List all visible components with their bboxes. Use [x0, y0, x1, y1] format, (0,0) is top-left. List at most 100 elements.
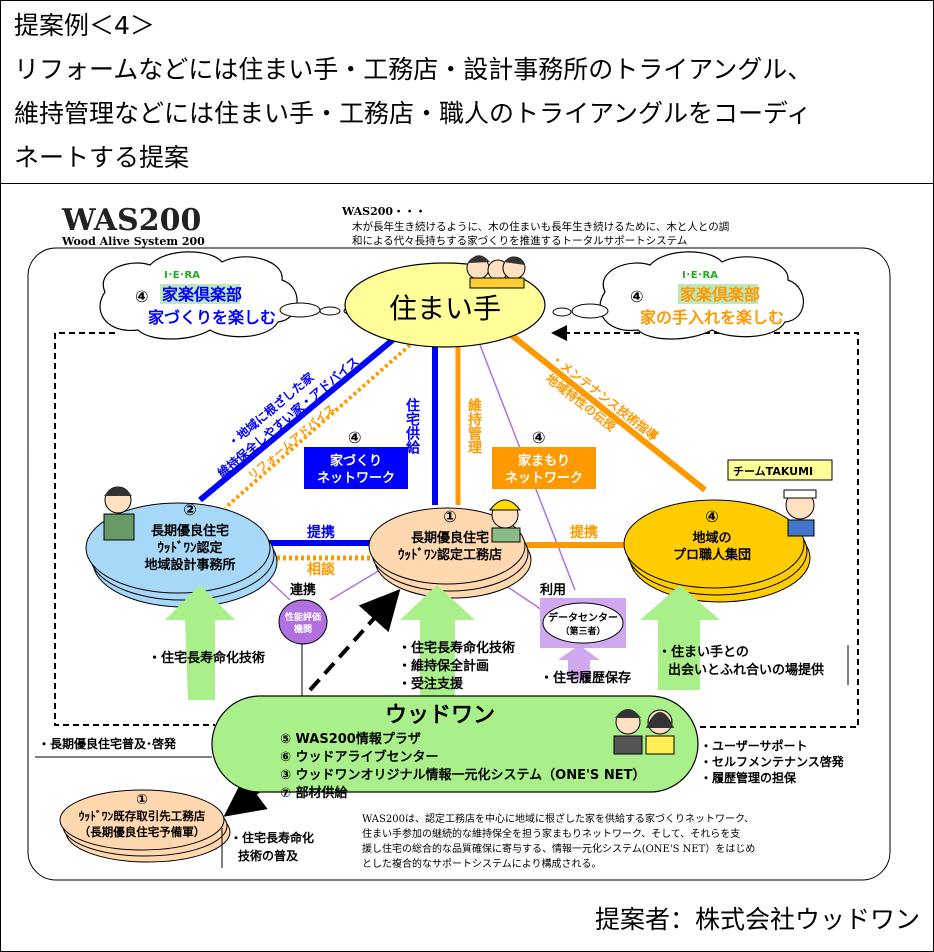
bullet-mid-2: ・維持保全計画 — [398, 658, 489, 674]
bullet-support-1: ・ユーザーサポート — [700, 738, 808, 753]
label-riyou: 利用 — [540, 582, 566, 598]
svg-text:ネットワーク: ネットワーク — [505, 471, 583, 486]
network-build: ④ 家づくり ネットワーク — [304, 428, 408, 489]
label-soudan: 相談 — [307, 561, 336, 578]
svg-text:家楽倶楽部: 家楽倶楽部 — [680, 285, 760, 304]
heading-line-2: リフォームなどには住まい手・工務店・設計事務所のトライアングル、 — [14, 55, 813, 84]
svg-text:家づくり: 家づくり — [330, 453, 382, 469]
builder-worker-icon — [488, 499, 522, 543]
svg-text:機関: 機関 — [294, 623, 312, 635]
svg-text:データセンター: データセンター — [548, 611, 618, 624]
cloud-left: ④ I･E･RA 家楽倶楽部 家づくりを楽しむ — [99, 251, 298, 340]
logo-text: WAS200 — [61, 203, 201, 238]
summary-line-2: 住まい手参加の継続的な維持保全を担う家まもりネットワーク、そして、それらを支 — [362, 827, 740, 840]
bullet-right-1: ・住まい手との — [658, 644, 749, 660]
system-boundary — [27, 247, 891, 881]
bullet-support-3: ・履歴管理の担保 — [700, 770, 797, 785]
bullet-history: ・住宅履歴保存 — [540, 670, 631, 686]
svg-text:⑤ WAS200情報プラザ: ⑤ WAS200情報プラザ — [280, 731, 421, 747]
svg-text:③ ウッドワンオリジナル情報一元化システム（ONE'S NE: ③ ウッドワンオリジナル情報一元化システム（ONE'S NET） — [280, 767, 645, 783]
svg-text:地域設計事務所: 地域設計事務所 — [144, 557, 235, 573]
summary-line-1: WAS200は、認定工務店を中心に地域に根ざした家を供給する家づくりネットワーク… — [362, 812, 754, 825]
svg-text:④: ④ — [348, 428, 362, 447]
cloud-left-bubble-1 — [279, 302, 321, 318]
bullet-spread-1: ・住宅長寿命化 — [230, 830, 314, 845]
svg-text:④: ④ — [532, 428, 546, 447]
svg-text:性能評価: 性能評価 — [285, 611, 321, 623]
label-maintenance: 維持管理 — [466, 397, 482, 454]
resident-label: 住まい手 — [389, 292, 501, 325]
svg-text:長期優良住宅: 長期優良住宅 — [411, 530, 489, 546]
link-resident-designer — [198, 335, 397, 503]
team-takumi-label: チームTAKUMI — [733, 465, 813, 478]
svg-text:家まもり: 家まもり — [518, 453, 570, 469]
svg-text:I･E･RA: I･E･RA — [682, 270, 718, 281]
bullet-support-2: ・セルフメンテナンス啓発 — [700, 754, 845, 769]
eval-agency-node: 性能評価 機関 — [278, 599, 328, 645]
craftsman-icon — [783, 489, 817, 537]
team-takumi-badge — [727, 459, 833, 481]
summary-line-4: とした複合的なサポートシステムにより構成される。 — [362, 857, 602, 870]
bullet-right-2: 出会いとふれ合いの場提供 — [668, 662, 824, 678]
svg-text:①: ① — [443, 507, 457, 526]
link-reform-advice — [223, 343, 412, 510]
woodone-node: ウッドワン ⑤ WAS200情報プラザ ⑥ ウッドアライブセンター ③ ウッドワ… — [211, 695, 699, 801]
bullet-promotion: ・長期優良住宅普及･啓発 — [38, 736, 177, 751]
svg-text:⑦ 部材供給: ⑦ 部材供給 — [280, 785, 349, 801]
woodone-staff-icon — [613, 709, 675, 755]
bullet-spread-2: 技術の普及 — [238, 848, 299, 863]
heading: 提案例＜4＞ リフォームなどには住まい手・工務店・設計事務所のトライアングル、 … — [14, 4, 924, 180]
link-eval-builder — [329, 569, 381, 601]
svg-text:②: ② — [183, 500, 197, 519]
proposer: 提案者：株式会社ウッドワン — [594, 905, 920, 934]
svg-text:（第三者）: （第三者） — [560, 625, 605, 637]
svg-text:④: ④ — [705, 507, 719, 526]
cloud-right: ④ I･E･RA 家楽倶楽部 家の手入れを楽しむ — [599, 251, 804, 340]
label-teikei-left: 提携 — [307, 524, 335, 541]
svg-text:⑥ ウッドアライブセンター: ⑥ ウッドアライブセンター — [280, 749, 439, 765]
heading-divider — [0, 183, 934, 184]
link-resident-craftsmen — [503, 327, 707, 493]
svg-text:長期優良住宅: 長期優良住宅 — [151, 523, 229, 539]
green-arrow-designer — [165, 585, 235, 700]
svg-text:④: ④ — [630, 287, 644, 306]
heading-line-3: 維持管理などには住まい手・工務店・職人のトライアングルをコーディ — [14, 99, 812, 128]
left-feedback-loop — [54, 332, 215, 726]
designer-person-icon — [103, 486, 135, 541]
svg-text:ｳｯﾄﾞﾜﾝ既存取引先工務店: ｳｯﾄﾞﾜﾝ既存取引先工務店 — [79, 809, 206, 823]
cloud-right-bubble-2 — [552, 307, 572, 317]
builder-node: ① 長期優良住宅 ｳｯﾄﾞﾜﾝ認定工務店 — [368, 507, 532, 599]
label-renkei: 連携 — [290, 582, 316, 598]
svg-text:ｳｯﾄﾞﾜﾝ認定: ｳｯﾄﾞﾜﾝ認定 — [157, 540, 222, 556]
svg-text:④: ④ — [135, 287, 149, 306]
svg-text:ウッドワン: ウッドワン — [385, 703, 495, 728]
svg-text:ネットワーク: ネットワーク — [317, 471, 395, 486]
existing-builders-node: ① ｳｯﾄﾞﾜﾝ既存取引先工務店 （長期優良住宅予備軍） — [59, 789, 231, 863]
designer-node: ② 長期優良住宅 ｳｯﾄﾞﾜﾝ認定 地域設計事務所 — [85, 500, 278, 608]
svg-text:①: ① — [136, 792, 148, 808]
svg-text:地域の: 地域の — [692, 530, 731, 546]
svg-text:（長期優良住宅予備軍）: （長期優良住宅予備軍） — [79, 825, 206, 839]
label-teikei-right: 提携 — [570, 524, 598, 541]
summary-line-3: 援し住宅の総合的な品質確保に寄与する、情報一元化システム(ONE'S NET）を… — [362, 842, 755, 855]
svg-text:家の手入れを楽しむ: 家の手入れを楽しむ — [640, 308, 784, 327]
heading-line-4: ネートする提案 — [14, 143, 190, 172]
datacenter-node: データセンター （第三者） — [540, 598, 626, 648]
svg-text:ｳｯﾄﾞﾜﾝ認定工務店: ｳｯﾄﾞﾜﾝ認定工務店 — [398, 547, 502, 563]
bullet-left-tech: ・住宅長寿命化技術 — [148, 650, 265, 666]
svg-text:家楽倶楽部: 家楽倶楽部 — [162, 285, 242, 304]
svg-text:I･E･RA: I･E･RA — [164, 270, 200, 281]
green-arrow-builder — [400, 585, 475, 700]
svg-text:家づくりを楽しむ: 家づくりを楽しむ — [148, 308, 276, 327]
svg-text:プロ職人集団: プロ職人集団 — [673, 547, 751, 563]
was200-desc-line-2: 和による代々長持ちする家づくりを推進するトータルサポートシステム — [352, 234, 687, 247]
logo-subtitle: Wood Alive System 200 — [61, 235, 205, 248]
heading-line-1: 提案例＜4＞ — [14, 11, 155, 40]
label-house-supply: 住宅供給 — [404, 397, 421, 455]
was200-desc-title: WAS200・・・ — [341, 205, 426, 218]
cloud-left-bubble-2 — [319, 306, 341, 316]
network-protect: ④ 家まもり ネットワーク — [492, 428, 596, 489]
was200-desc-line-1: 木が長年生き続けるように、木の住まいも長年生き続けるために、木と人との調 — [352, 220, 729, 233]
green-arrow-craftsmen — [640, 585, 720, 690]
